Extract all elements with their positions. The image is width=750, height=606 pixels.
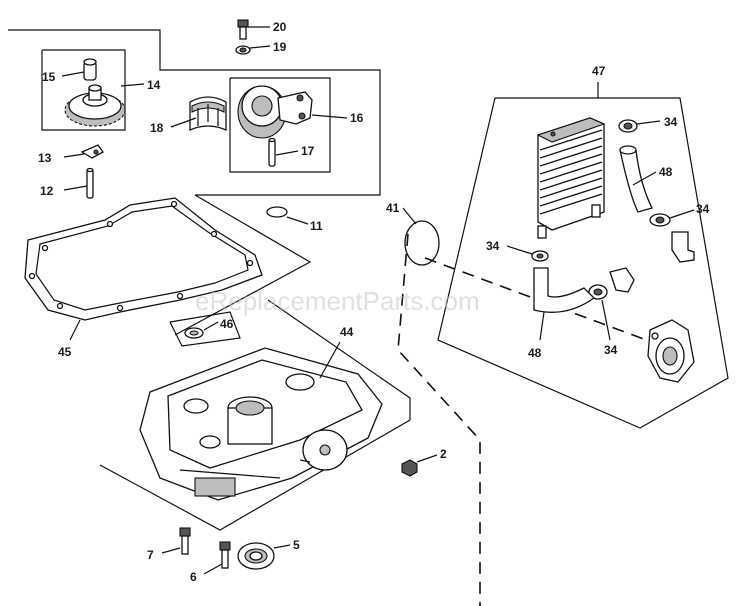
bolt-7 (179, 527, 191, 555)
callout-7: 7 (147, 548, 154, 562)
callout-34-lower: 34 (604, 343, 618, 357)
callout-34-right: 34 (696, 202, 710, 216)
washer-19 (235, 45, 251, 55)
cooler-group-outline (437, 97, 729, 429)
assembly-dash-line-1 (397, 233, 481, 606)
callout-41: 41 (386, 201, 400, 215)
callout-16: 16 (350, 111, 364, 125)
pin-12 (86, 167, 94, 199)
clamp-34-right (649, 213, 671, 227)
callout-15: 15 (42, 70, 56, 84)
clamp-34-lower (588, 284, 608, 300)
callout-47: 47 (592, 64, 606, 78)
pin-17 (268, 137, 276, 167)
o-ring-41 (404, 220, 440, 266)
hose-48-lower (533, 267, 596, 313)
bolt-20 (237, 19, 249, 40)
gasket-45 (24, 197, 263, 321)
oil-pump-16 (237, 85, 313, 139)
clamp-34-left (531, 250, 549, 262)
callout-17: 17 (301, 144, 315, 158)
callout-48-upper: 48 (659, 165, 673, 179)
callout-6: 6 (190, 570, 197, 584)
hose-48-upper (619, 145, 653, 213)
callout-18: 18 (150, 121, 164, 135)
oil-cooler-47 (536, 117, 606, 239)
o-ring-11 (266, 206, 288, 218)
top-group-outline (8, 29, 381, 196)
pan-group-outline (99, 299, 411, 531)
oil-pan-44 (139, 347, 383, 501)
callout-19: 19 (273, 40, 287, 54)
callout-48-lower: 48 (528, 346, 542, 360)
callout-14: 14 (147, 78, 161, 92)
callout-46: 46 (220, 317, 234, 331)
gear-14 (64, 84, 126, 127)
callout-13: 13 (38, 151, 52, 165)
clamp-34-top (618, 119, 638, 133)
callout-44: 44 (340, 325, 354, 339)
stud-15 (83, 58, 97, 81)
pump-group-outline (229, 77, 331, 173)
nut-2 (401, 459, 418, 477)
watermark-text: eReplacementParts.com (195, 286, 480, 316)
callout-34-left: 34 (486, 239, 500, 253)
callout-2: 2 (440, 447, 447, 461)
seal-46 (169, 311, 241, 347)
bolt-6 (219, 541, 231, 569)
bearing-18 (189, 96, 227, 131)
clip-13 (80, 144, 104, 159)
gear-group-outline (41, 49, 126, 131)
cooler-adapter (647, 319, 695, 383)
callout-45: 45 (58, 345, 72, 359)
callout-34-top: 34 (664, 115, 678, 129)
callout-20: 20 (273, 20, 287, 34)
seal-5 (237, 542, 275, 570)
callout-11: 11 (310, 219, 323, 233)
elbow-fitting-center (609, 267, 635, 293)
callout-5: 5 (293, 538, 300, 552)
leader-lines (61, 26, 695, 575)
callout-12: 12 (40, 184, 54, 198)
elbow-fitting-right (671, 231, 695, 263)
gasket-group-outline (174, 194, 312, 336)
